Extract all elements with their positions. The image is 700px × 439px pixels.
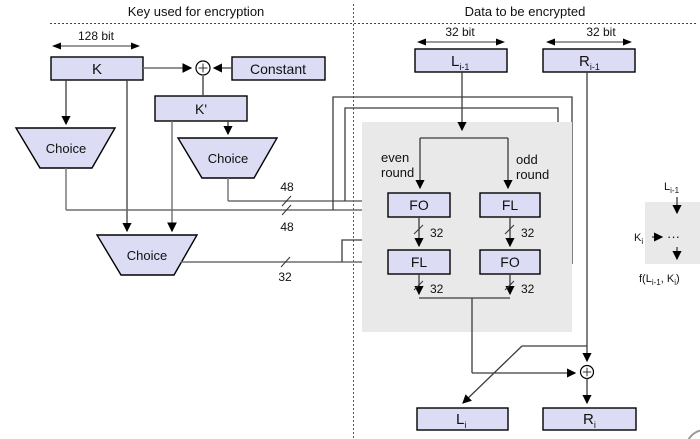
l-bus-width-label: 32 bit [445,25,475,39]
even-round-label-line2: round [381,165,414,180]
bus-slash-icon [281,204,292,216]
r-bus-width-label: 32 bit [586,25,616,39]
l-input-label: Li-1 [451,53,469,72]
double-arrow-icon [546,38,632,46]
legend-input-label: Li-1 [664,181,680,195]
even-round-label-line1: even [381,150,409,165]
fo-odd-label: FO [500,254,520,270]
r-input-label: Ri-1 [579,53,600,72]
round-function-legend: Li-1 Ki ··· f(Li-1, Ki) [634,181,700,287]
fl-even-label: FL [411,254,428,270]
fl-odd-label: FL [502,197,519,213]
choice3-label: Choice [127,248,167,263]
k-prime-box-label: K' [195,101,207,117]
fl-odd-box [479,192,541,218]
bus-slash-icon [281,195,292,207]
l-output-box [416,407,509,431]
double-arrow-icon [417,38,505,46]
choice3-funnel [95,234,199,276]
k-prime-box [154,95,248,122]
r-output-box [542,407,637,431]
bus-width-48-bottom: 48 [280,220,294,234]
choice2-label: Choice [208,151,248,166]
l-input-box [414,48,508,73]
round-function-panel [362,122,572,332]
constant-box-label: Constant [250,61,306,77]
r-output-label: Ri [583,411,596,430]
r-input-box [542,48,636,73]
bus-width-48-top: 48 [280,180,294,194]
odd-round-label-line2: round [516,167,549,182]
double-arrow-icon [52,42,140,50]
k-box-label: K [92,61,102,78]
bus-width-32: 32 [278,270,292,284]
key-bus-width-label: 128 bit [78,29,115,43]
fo-even-label: FO [409,197,429,213]
l-output-label: Li [456,411,466,430]
w32-fo-even: 32 [430,226,444,240]
legend-key-label: Ki [634,232,643,246]
corner-arc-decoration [687,429,700,439]
w32-fl-odd: 32 [521,226,535,240]
legend-dots: ··· [667,229,680,244]
xor-icon [195,60,211,76]
w32-fl-even: 32 [430,282,444,296]
choice1-funnel [14,127,117,169]
fo-even-box [387,192,451,218]
internal-32-links [413,217,515,373]
choice2-funnel [176,137,279,179]
legend-output-label: f(Li-1, Ki) [639,273,680,287]
xor-icon [579,364,595,380]
right-section-title: Data to be encrypted [465,4,586,19]
choice1-label: Choice [46,141,86,156]
w32-fo-odd: 32 [521,282,535,296]
left-section-title: Key used for encryption [128,4,265,19]
data-panel: 32 bit 32 bit Li-1 Ri-1 even round odd r… [362,25,637,431]
swap-diagonal-line [462,345,523,404]
odd-round-label-line1: odd [516,152,538,167]
